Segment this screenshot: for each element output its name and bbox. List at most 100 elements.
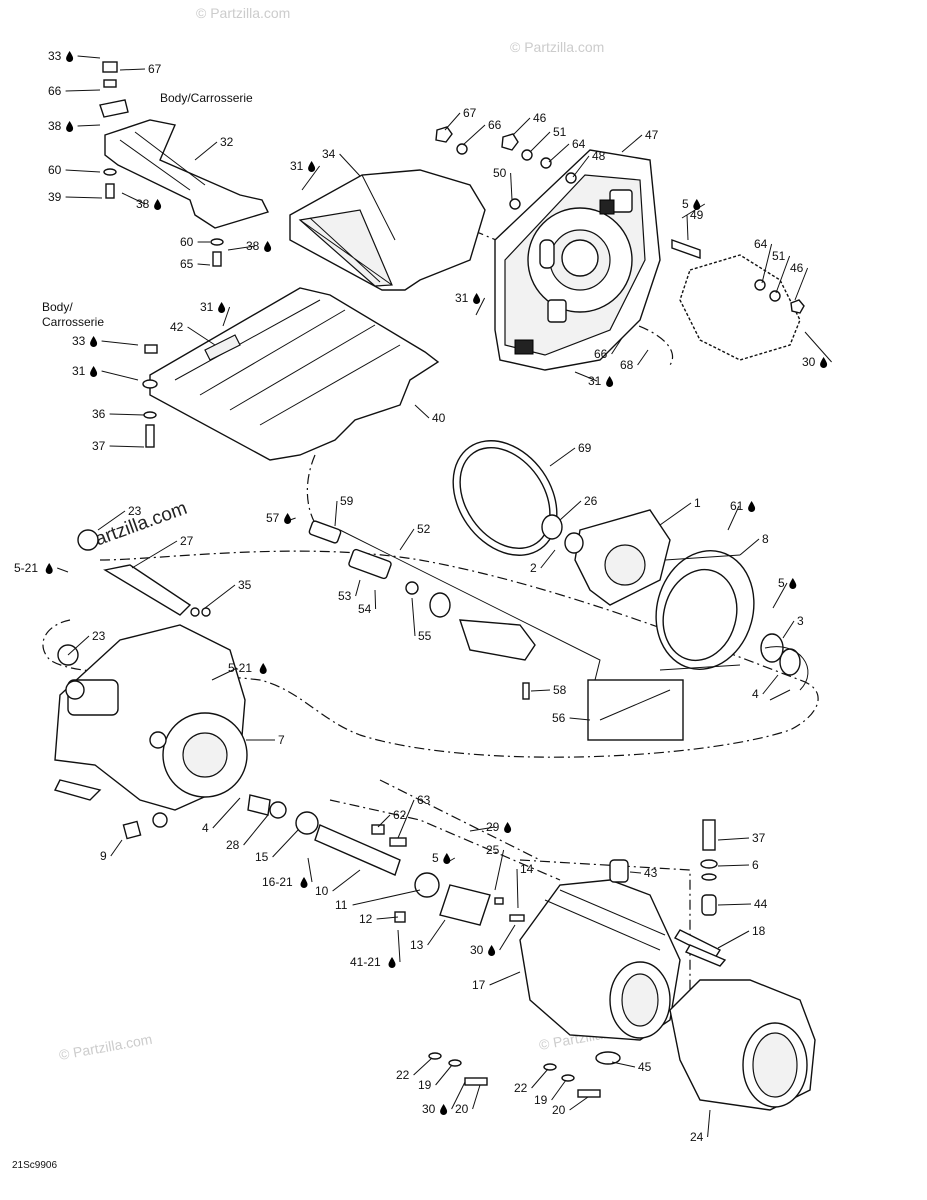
leader-c20b	[569, 1096, 589, 1111]
leader-c4b	[212, 797, 241, 829]
oil-drop-icon	[300, 877, 308, 888]
callout-c24: 24	[690, 1130, 704, 1144]
callout-c68: 68	[620, 358, 634, 372]
leader-c20a	[472, 1084, 481, 1110]
leader-c2	[540, 549, 556, 569]
engine-bracket-right	[679, 254, 805, 361]
oil-drop-icon	[504, 822, 512, 833]
callout-c46b: 46	[790, 261, 804, 275]
leader-c30c	[451, 1081, 466, 1110]
callout-c51b: 51	[772, 249, 786, 263]
callout-leaders	[57, 55, 832, 1138]
callout-c5-21a: 5-21	[14, 561, 38, 575]
callout-c25: 25	[486, 843, 500, 857]
part-7-pump-housing	[53, 529, 248, 828]
callout-c13: 13	[410, 938, 424, 952]
callout-c5a: 5	[682, 197, 689, 211]
callout-c3: 3	[797, 614, 804, 628]
leader-c40	[414, 404, 430, 419]
callout-c20a: 20	[455, 1102, 469, 1116]
part-69-belt	[452, 440, 558, 556]
callout-c7: 7	[278, 733, 285, 747]
leader-c66b	[462, 124, 486, 146]
leader-c5-21b	[211, 667, 238, 681]
leader-c23a	[97, 510, 126, 531]
part-40-ride-plate	[142, 287, 440, 461]
callout-c14: 14	[520, 862, 534, 876]
leader-c61	[727, 505, 740, 531]
leader-c44	[717, 903, 752, 906]
callout-c35: 35	[238, 578, 252, 592]
callout-c30c: 30	[422, 1102, 436, 1116]
callout-c31d: 31	[200, 300, 214, 314]
drawing-code: 21Sc9906	[12, 1160, 57, 1171]
hardware-column-47	[435, 126, 701, 259]
leader-c1	[659, 502, 692, 526]
assembly-line-main	[42, 550, 819, 758]
leader-c32	[194, 141, 218, 161]
hardware-column-37	[673, 819, 727, 967]
callout-c18: 18	[752, 924, 766, 938]
oil-drop-icon	[90, 336, 98, 347]
callout-c27: 27	[180, 534, 194, 548]
callout-c31b: 31	[455, 291, 469, 305]
leader-c37a	[109, 445, 145, 448]
leader-c46b	[794, 267, 809, 301]
callout-c33a: 33	[48, 49, 62, 63]
callout-c60b: 60	[180, 235, 194, 249]
leader-c31c	[574, 371, 598, 382]
oil-drop-icon	[154, 199, 162, 210]
callout-c58: 58	[553, 683, 567, 697]
oil-drop-icon	[440, 1104, 448, 1115]
oil-drop-icon	[488, 945, 496, 956]
leader-c63	[397, 799, 415, 839]
leader-c35	[204, 584, 236, 609]
callout-c60a: 60	[48, 163, 62, 177]
leader-c9	[110, 839, 123, 857]
leader-c4a	[762, 674, 779, 695]
leader-c33a	[77, 55, 101, 59]
leader-c49	[686, 214, 689, 241]
leader-c60a	[65, 169, 101, 173]
callout-c67b: 67	[463, 106, 477, 120]
callout-c50: 50	[493, 166, 507, 180]
leader-c30a	[804, 331, 832, 363]
leader-c50	[510, 172, 513, 201]
callout-c54: 54	[358, 602, 372, 616]
leader-c65	[197, 263, 211, 266]
callout-c67a: 67	[148, 62, 162, 76]
callout-c66a: 66	[48, 84, 62, 98]
callout-c9: 9	[100, 849, 107, 863]
callout-c11: 11	[335, 898, 348, 912]
callout-c41-21: 41-21	[350, 955, 381, 969]
leader-c37b	[717, 837, 750, 841]
leader-c22b	[531, 1068, 549, 1089]
oil-drop-icon	[66, 51, 74, 62]
callout-c4b: 4	[202, 821, 209, 835]
leader-c13	[427, 919, 446, 946]
callout-c31c: 31	[588, 374, 602, 388]
callout-c48: 48	[592, 149, 606, 163]
callout-c44: 44	[754, 897, 768, 911]
leader-c68	[637, 349, 649, 366]
callout-c38a: 38	[48, 119, 62, 133]
callout-c23b: 23	[92, 629, 106, 643]
leader-c27	[131, 540, 178, 569]
callout-c47: 47	[645, 128, 659, 142]
callout-c38b: 38	[136, 197, 150, 211]
leader-c23b	[67, 635, 90, 656]
oil-drop-icon	[388, 957, 396, 968]
oil-drop-icon	[789, 578, 797, 589]
oil-drop-icon	[748, 501, 756, 512]
callout-c34: 34	[322, 147, 336, 161]
leader-c39	[65, 196, 103, 199]
leader-c66a	[65, 89, 101, 92]
callout-c43: 43	[644, 866, 658, 880]
callout-c62: 62	[393, 808, 407, 822]
part-47-housing-cover	[494, 149, 661, 371]
leader-c10	[332, 869, 361, 892]
callout-c30b: 30	[470, 943, 484, 957]
leader-c38c	[227, 245, 256, 251]
